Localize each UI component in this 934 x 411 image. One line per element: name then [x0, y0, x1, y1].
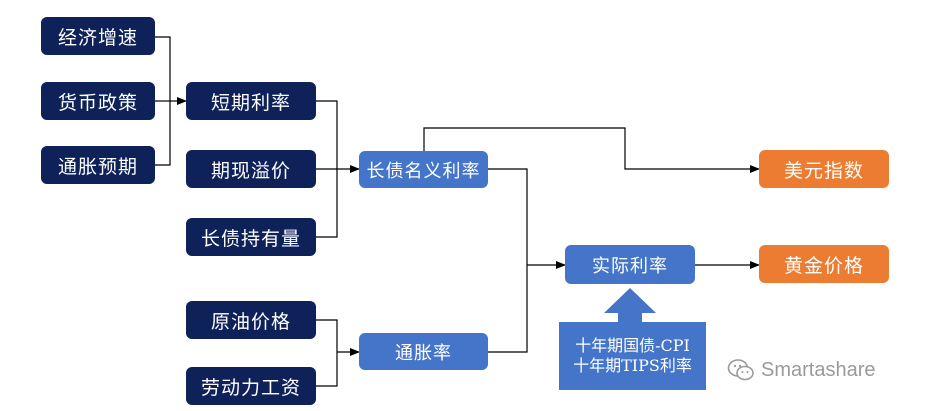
note-line-1: 十年期国债-CPI: [575, 336, 690, 355]
edge-oil-price: [316, 319, 338, 352]
edge-labor-wage: [316, 352, 338, 387]
watermark-text: Smartashare: [761, 358, 876, 381]
edge-nominal-to-real: [488, 168, 528, 265]
edge-inflation-to-real: [488, 265, 528, 353]
edge-econ-growth: [155, 36, 171, 101]
up-arrow-shape: [604, 288, 656, 322]
node-monetary-policy: 货币政策: [41, 82, 155, 120]
real-rate-measures-note: 十年期国债-CPI 十年期TIPS利率: [559, 322, 706, 390]
node-dollar-index: 美元指数: [759, 150, 889, 188]
edge-inflation-expect: [155, 101, 171, 166]
node-oil-price: 原油价格: [186, 301, 316, 339]
node-gold-price: 黄金价格: [759, 245, 889, 283]
watermark: Smartashare: [727, 358, 876, 382]
node-nominal-rate: 长债名义利率: [359, 151, 488, 188]
edge-short-rate: [316, 100, 338, 169]
wechat-icon: [727, 359, 754, 381]
node-term-premium: 期现溢价: [186, 150, 316, 188]
node-inflation: 通胀率: [359, 333, 488, 370]
node-inflation-expect: 通胀预期: [41, 146, 155, 184]
edge-nominal-to-dollar: [423, 127, 760, 173]
node-short-rate: 短期利率: [186, 82, 316, 120]
node-bond-holdings: 长债持有量: [186, 218, 316, 256]
node-real-rate: 实际利率: [565, 245, 695, 284]
node-labor-wage: 劳动力工资: [186, 367, 316, 405]
node-econ-growth: 经济增速: [41, 17, 155, 55]
note-line-2: 十年期TIPS利率: [573, 356, 692, 375]
edge-bond-holdings: [316, 169, 338, 238]
